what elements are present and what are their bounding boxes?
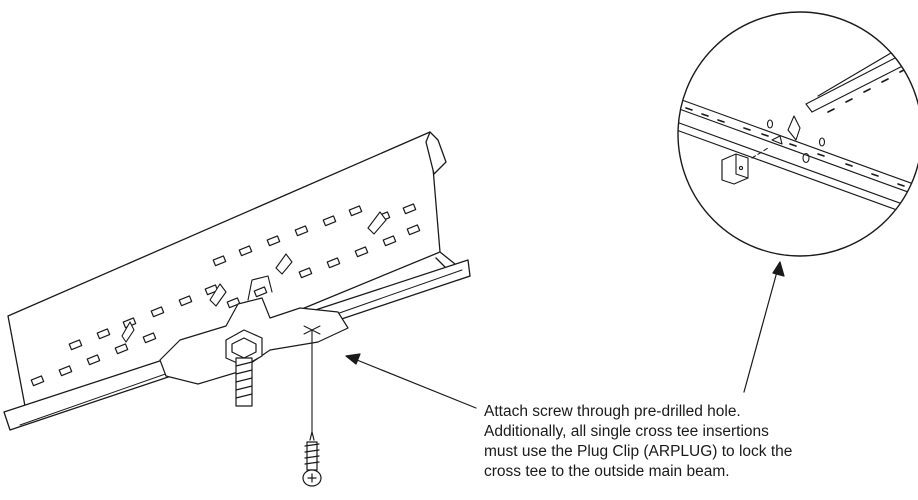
caption-line-2: Additionally, all single cross tee inser… (484, 423, 769, 440)
screw-icon (302, 431, 322, 487)
instruction-caption: Attach screw through pre-drilled hole. A… (484, 402, 914, 482)
beam-tabs (121, 211, 387, 343)
caption-line-1: Attach screw through pre-drilled hole. (484, 403, 741, 420)
hex-bolt (225, 329, 263, 407)
caption-line-3: must use the Plug Clip (ARPLUG) to lock … (484, 443, 793, 460)
beam-bulb (425, 131, 447, 175)
plug-clip (721, 153, 749, 185)
callout-arrow-main (345, 353, 477, 409)
caption-line-4: cross tee to the outside main beam. (484, 463, 730, 480)
beam-slots (30, 203, 421, 387)
beam-web (7, 131, 441, 423)
callout-arrow-detail (743, 261, 785, 393)
plug-clip-detail (677, 11, 918, 393)
main-beam-illustration (3, 131, 477, 487)
